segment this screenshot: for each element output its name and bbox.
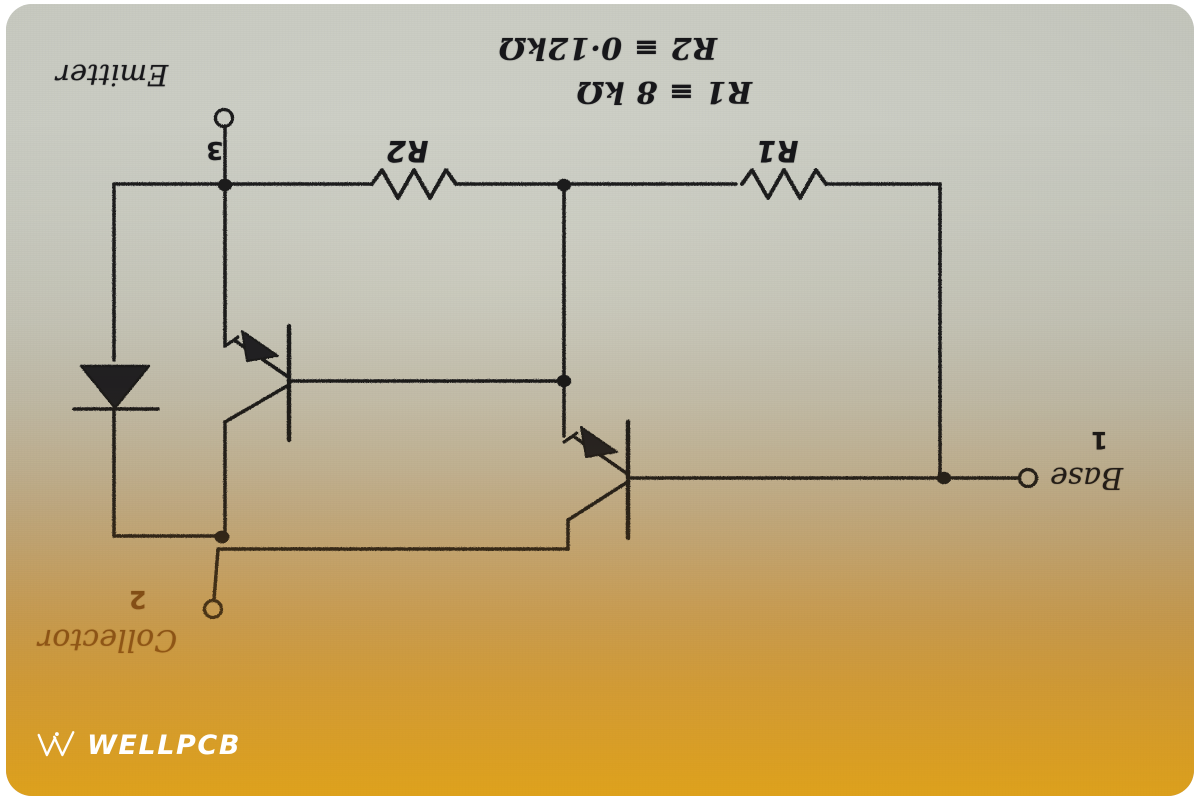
wellpcb-watermark: WELLPCB xyxy=(36,728,241,762)
wellpcb-logo-icon xyxy=(37,731,75,757)
photographed-paper-sheet: R2 ≡ 0·12kΩ R1 ≡ 8 kΩ Emitter 3 Collecto… xyxy=(6,4,1194,796)
wellpcb-wordmark: WELLPCB xyxy=(87,729,242,761)
warm-gradient-highlight xyxy=(6,4,1194,796)
